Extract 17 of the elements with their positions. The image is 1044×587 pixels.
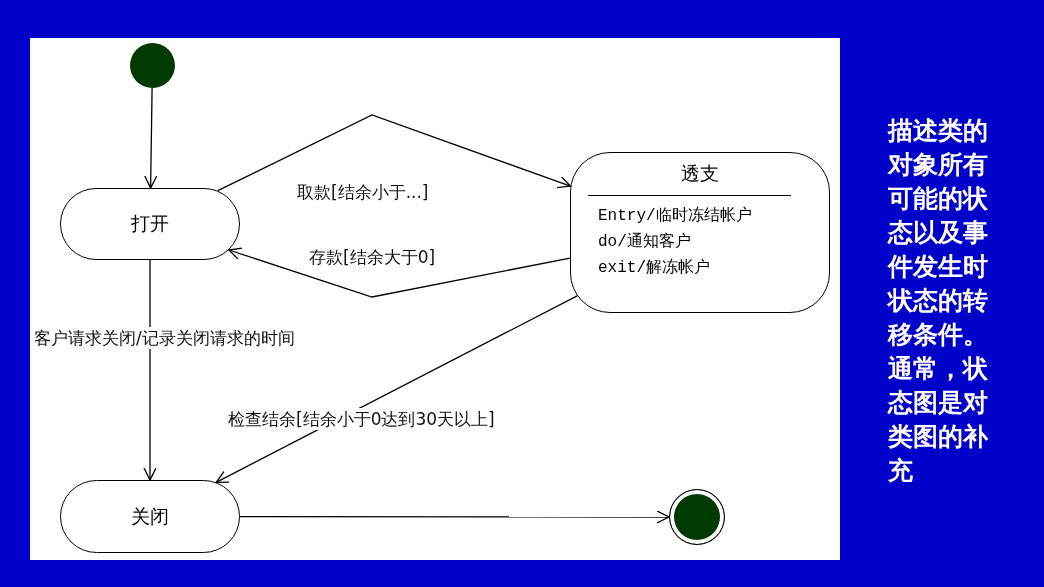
edge-label: 客户请求关闭/记录关闭请求的时间 — [32, 327, 297, 349]
state-box — [570, 152, 830, 313]
transition-arrow — [215, 295, 578, 483]
transition-arrow — [143, 259, 157, 481]
transition-arrow — [239, 510, 670, 524]
edge-label: 检查结余[结余小于0达到30天以上] — [226, 408, 497, 430]
transition-arrow — [228, 247, 571, 298]
state-name: 打开 — [131, 211, 169, 236]
state-name: 透支 — [680, 161, 720, 186]
action-text: exit/解冻帐户 — [598, 257, 710, 278]
state-name: 关闭 — [131, 503, 169, 529]
transition-arrow — [144, 87, 158, 189]
description-text: 描述类的对象所有可能的状态以及事件发生时状态的转移条件。通常，状态图是对类图的补充 — [888, 115, 989, 487]
action-text: Entry/临时冻结帐户 — [598, 205, 752, 226]
transition-arrow — [217, 114, 572, 192]
action-text: do/通知客户 — [598, 231, 691, 252]
state-box — [60, 188, 240, 260]
